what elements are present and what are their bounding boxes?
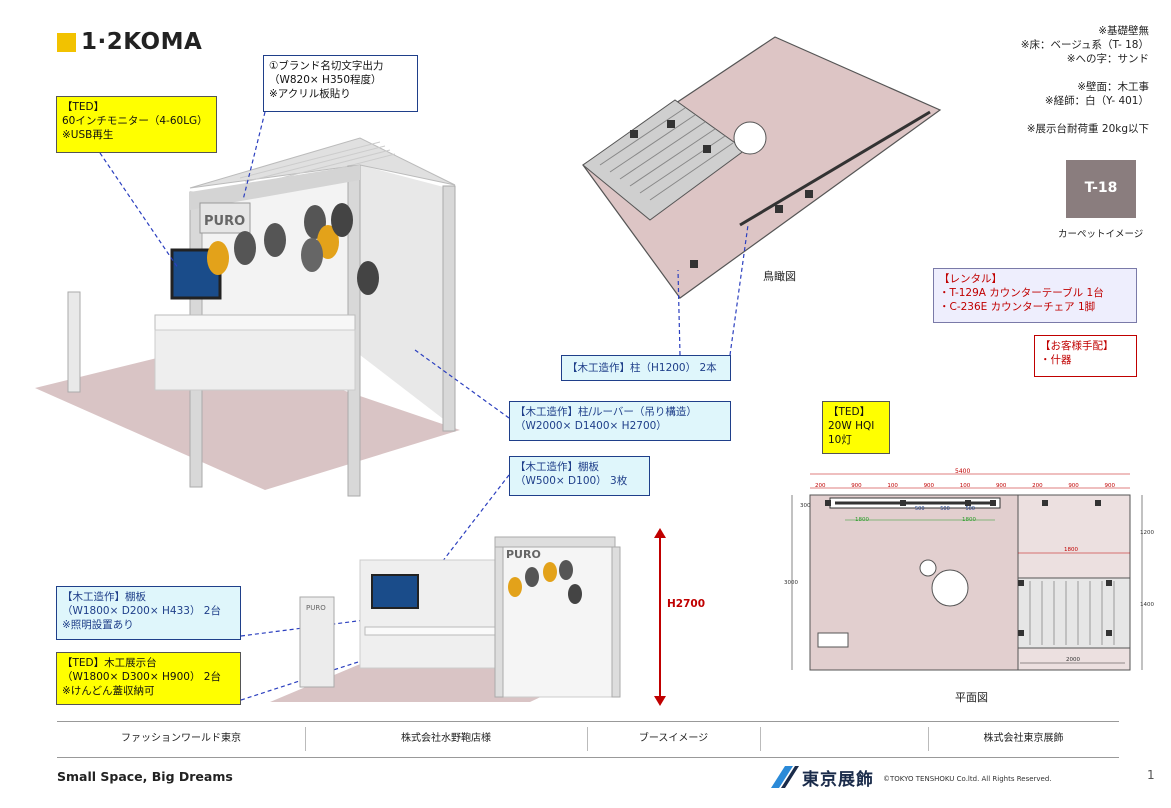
footer-vendor: 株式会社東京展飾	[983, 733, 1064, 744]
light-note: 【TED】 20W HQI 10灯	[822, 401, 890, 454]
company-name: 東京展飾	[802, 770, 874, 790]
dim: 900	[1068, 483, 1079, 489]
dim-height: 3000	[784, 580, 798, 586]
louver-note: 【木工造作】柱/ルーバー（吊り構造） （W2000× D1400× H2700）	[509, 401, 731, 441]
dim: 500	[940, 506, 950, 512]
rental-title: 【レンタル】	[939, 273, 1002, 285]
note-line: （W1800× D300× H900） 2台	[62, 671, 221, 683]
note-line: 【木工造作】棚板	[515, 461, 599, 473]
spec-line: ※経師：白（Y- 401）	[1044, 95, 1149, 107]
shelf-small-note: 【木工造作】棚板 （W500× D100） 3枚	[509, 456, 650, 496]
footer-blank	[760, 722, 928, 756]
customer-note: 【お客様手配】 ・什器	[1034, 335, 1137, 377]
footer-event: ファッションワールド東京	[121, 733, 241, 744]
note-tag: 【TED】	[828, 406, 871, 418]
note-line: 【木工造作】柱/ルーバー（吊り構造）	[515, 406, 697, 418]
copyright: ©TOKYO TENSHOKU Co.ltd. All Rights Reser…	[883, 775, 1052, 783]
note-line: ※USB再生	[62, 129, 114, 141]
pillar-note: 【木工造作】柱（H1200） 2本	[561, 355, 731, 381]
dim: 200	[815, 483, 826, 489]
shelf-large-note: 【木工造作】棚板 （W1800× D200× H433） 2台 ※照明設置あり	[56, 586, 241, 640]
booth-perspective-image: PURO	[35, 137, 460, 497]
spec-line: ※基礎壁無	[1098, 25, 1149, 37]
dim-inner: 1800	[1064, 547, 1078, 553]
display-stand-note: 【TED】木工展示台 （W1800× D300× H900） 2台 ※けんどん蓋…	[56, 652, 241, 705]
footer-divider	[760, 727, 761, 751]
footer-client: 株式会社水野鞄店様	[401, 733, 491, 744]
dim-left: 300	[800, 503, 811, 509]
note-tag: 【TED】	[62, 657, 105, 669]
svg-text:PURO: PURO	[506, 548, 541, 561]
note-tag: 【TED】	[62, 101, 105, 113]
footer-doc-type: ブースイメージ	[638, 733, 709, 744]
note-line: 20W HQI	[828, 420, 875, 432]
dim: 500	[965, 506, 975, 512]
spec-line: ※壁面：木工事	[1077, 81, 1149, 93]
floor-plan-image	[791, 473, 1143, 671]
spec-notes: ※基礎壁無 ※床：ベージュ系（T- 18） ※への字：サンド ※壁面：木工事 ※…	[1021, 24, 1149, 136]
ted-monitor-note: 【TED】 60インチモニター（4-60LG） ※USB再生	[56, 96, 217, 153]
dim-mid: 1800	[855, 517, 869, 523]
dim: 100	[887, 483, 898, 489]
dim-mid: 1800	[962, 517, 976, 523]
dim: 900	[1104, 483, 1116, 489]
note-line: 木工展示台	[104, 657, 157, 669]
note-line: ※照明設置あり	[62, 619, 134, 631]
svg-text:PURO: PURO	[306, 604, 326, 612]
dim: 900	[995, 483, 1007, 489]
carpet-swatch: T-18	[1066, 160, 1136, 218]
rental-note: 【レンタル】 ・T-129A カウンターテーブル 1台 ・C-236E カウンタ…	[933, 268, 1137, 323]
footer-divider	[587, 727, 588, 751]
carpet-caption: カーペットイメージ	[1058, 229, 1144, 240]
floor-plan-caption: 平面図	[955, 691, 988, 704]
footer-bottom-rule	[57, 757, 1119, 758]
dim: 900	[851, 483, 862, 489]
slogan: Small Space, Big Dreams	[57, 769, 233, 784]
dim-row-small: 500 500 500	[915, 506, 975, 512]
note-line: ※アクリル板貼り	[269, 88, 351, 100]
dim-right: 1400	[1140, 602, 1154, 608]
note-line: ※けんどん蓋収納可	[62, 685, 155, 697]
note-line: （W820× H350程度）	[269, 74, 382, 86]
carpet-code: T-18	[1084, 180, 1118, 196]
footer-divider	[305, 727, 306, 751]
customer-title: 【お客様手配】	[1040, 340, 1114, 352]
dim-right: 1200	[1140, 530, 1154, 536]
footer-divider	[928, 727, 929, 751]
height-label: H2700	[667, 598, 706, 610]
note-line: 10灯	[828, 434, 852, 446]
dim-total: 5400	[955, 468, 971, 475]
company-logo-icon	[771, 766, 799, 788]
booth-front-image: PURO PURO	[270, 536, 621, 702]
dim: 100	[959, 483, 971, 489]
brand-logo-square	[57, 33, 76, 52]
brand-sign-note: ①ブランド名切文字出力 （W820× H350程度） ※アクリル板貼り	[263, 55, 418, 112]
customer-item: ・什器	[1040, 354, 1072, 366]
dim: 500	[915, 506, 925, 512]
birds-eye-view-image	[582, 36, 942, 299]
note-line: 60インチモニター（4-60LG）	[62, 115, 208, 127]
dim: 900	[923, 483, 935, 489]
booth-sign-text: PURO	[204, 214, 245, 229]
brand-logo: 1·2KOMA	[81, 29, 203, 55]
rental-item: ・C-236E カウンターチェア 1脚	[939, 301, 1096, 313]
note-line: （W500× D100） 3枚	[515, 475, 628, 487]
dim: 200	[1032, 483, 1043, 489]
note-line: （W2000× D1400× H2700）	[515, 420, 667, 432]
page-number: 1	[1147, 768, 1155, 782]
spec-line: ※展示台耐荷重 20kg以下	[1026, 123, 1149, 135]
note-line: ①ブランド名切文字出力	[269, 60, 384, 72]
footer-top-rule	[57, 721, 1119, 722]
rental-item: ・T-129A カウンターテーブル 1台	[939, 287, 1104, 299]
spec-line: ※への字：サンド	[1066, 53, 1149, 65]
dim-bottom: 2000	[1066, 657, 1080, 663]
dim-row: 200 900 100 900 100 900 200 900 900	[815, 483, 1115, 489]
spec-line: ※床：ベージュ系（T- 18）	[1020, 39, 1149, 51]
height-arrow	[654, 528, 666, 706]
note-line: 【木工造作】棚板	[62, 591, 146, 603]
birds-eye-caption: 鳥瞰図	[763, 270, 796, 283]
note-line: （W1800× D200× H433） 2台	[62, 605, 221, 617]
